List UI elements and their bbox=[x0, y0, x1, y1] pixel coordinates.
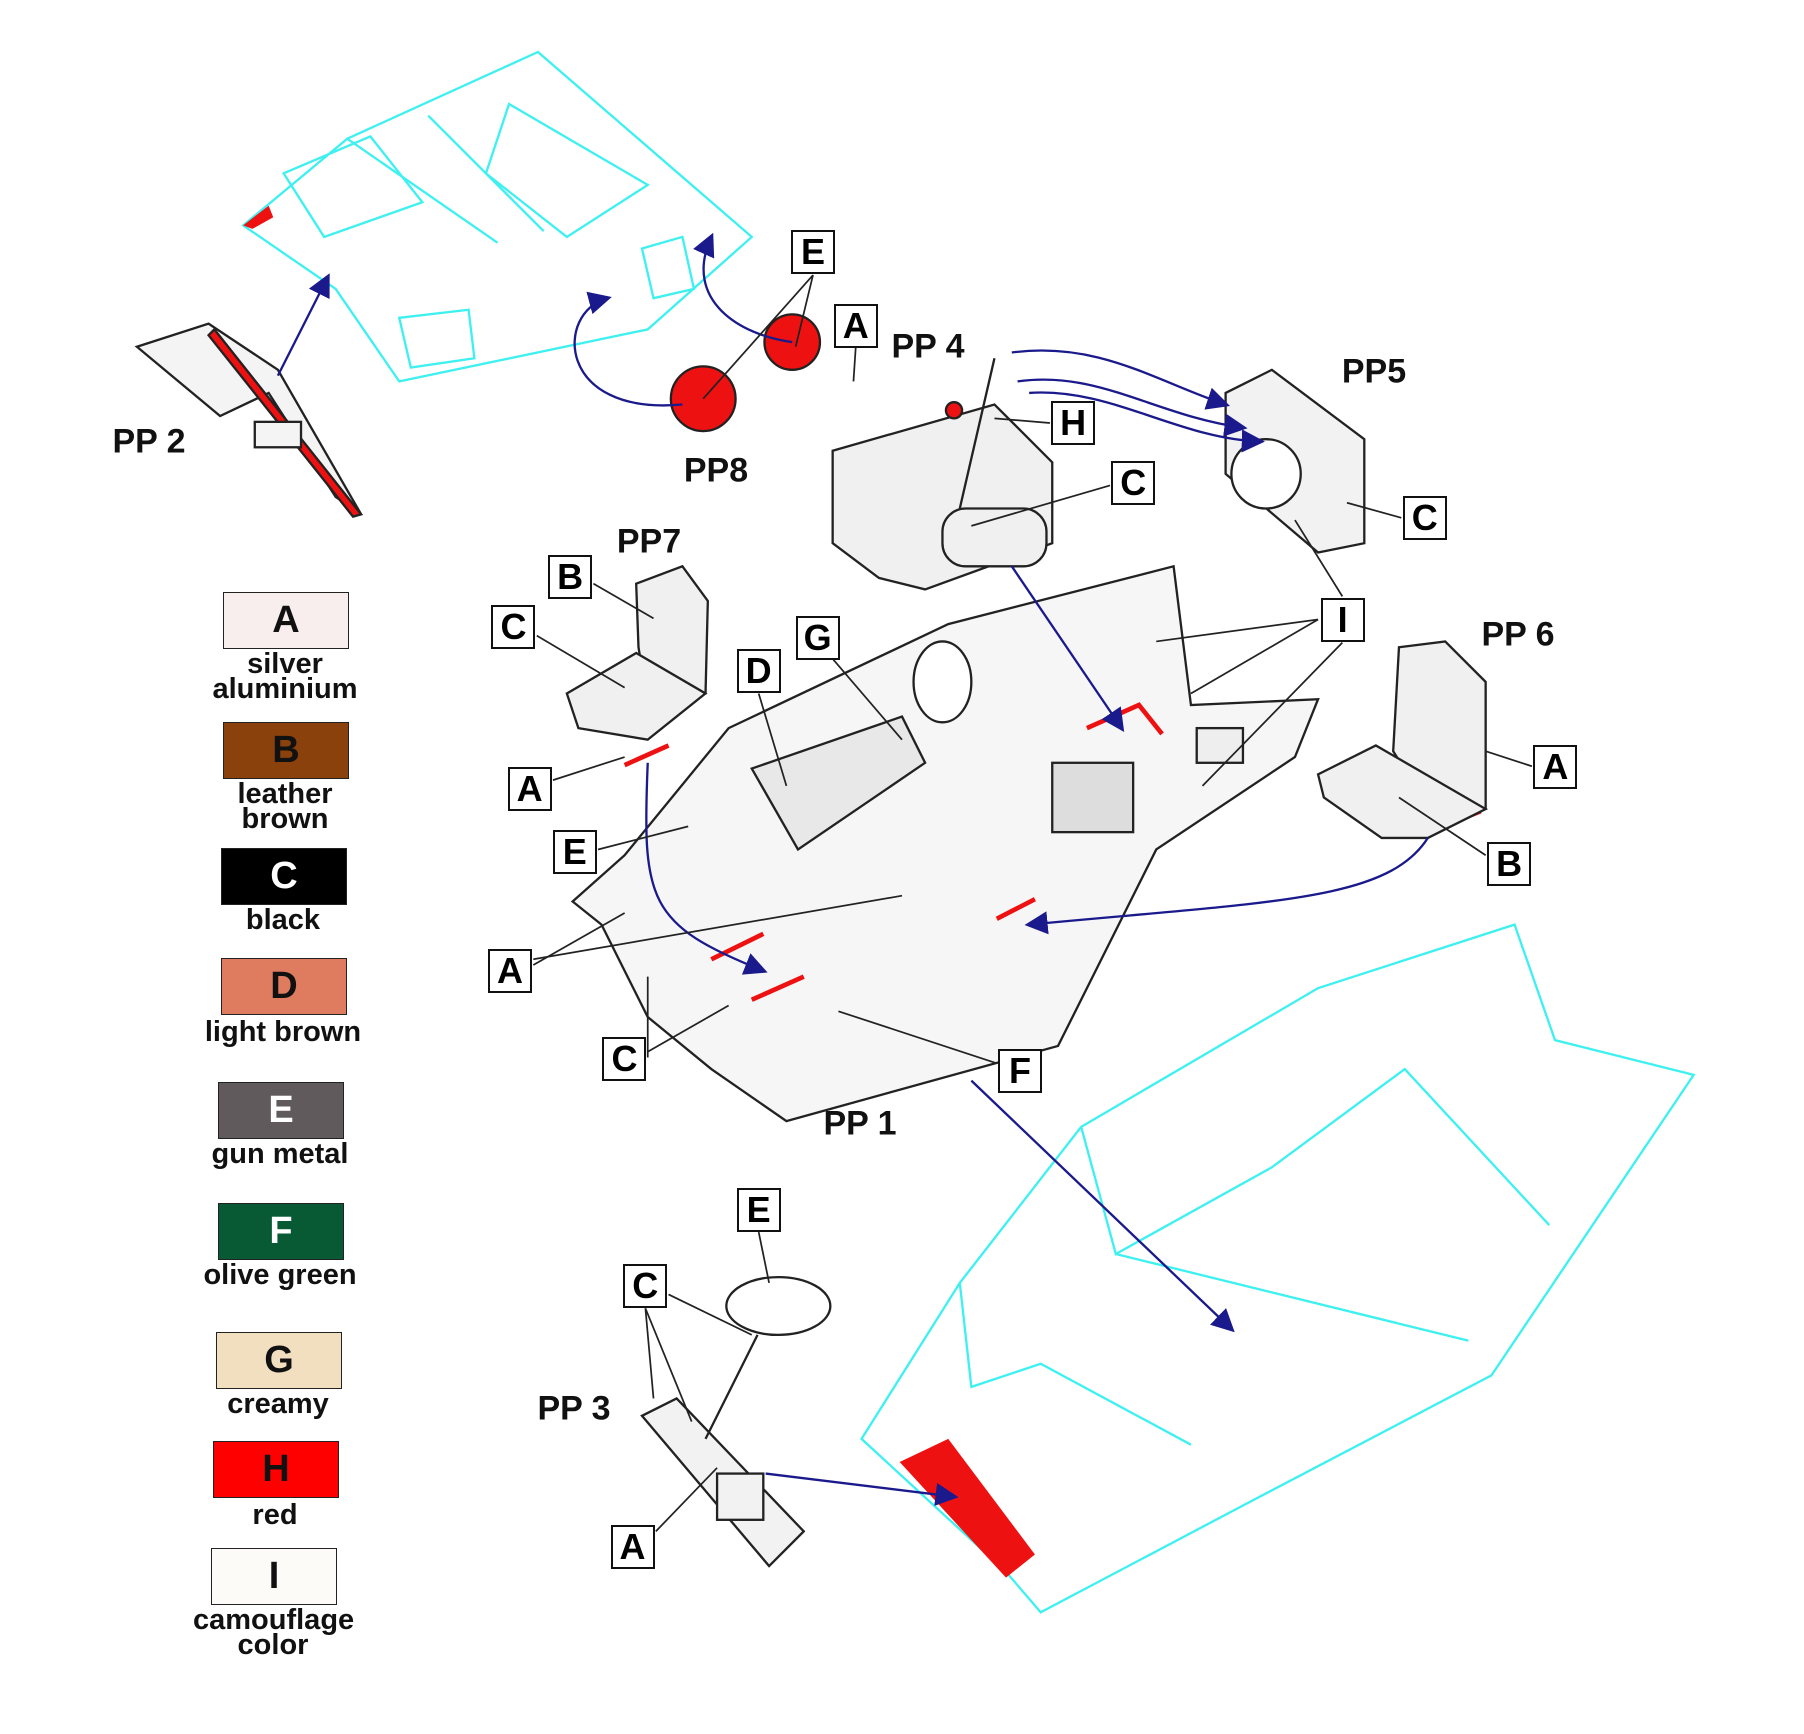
legend-swatch-b: B bbox=[223, 722, 349, 779]
callout-a: A bbox=[833, 304, 878, 349]
part-label-pp2: PP 2 bbox=[112, 422, 186, 461]
callout-d: D bbox=[736, 648, 781, 693]
legend-label: leather brown bbox=[237, 778, 333, 835]
part-label-pp5: PP5 bbox=[1341, 352, 1407, 391]
legend-swatch-a: A bbox=[223, 592, 349, 649]
red-marking bbox=[899, 1438, 1035, 1578]
callout-h: H bbox=[1051, 401, 1096, 446]
upper-hull-ghost bbox=[241, 50, 754, 383]
legend-letter: B bbox=[272, 729, 300, 771]
legend-swatch-e: E bbox=[218, 1082, 344, 1139]
legend-swatch-d: D bbox=[221, 958, 347, 1015]
part-label-pp4: PP 4 bbox=[891, 327, 965, 366]
callout-a: A bbox=[507, 766, 552, 811]
part-label-pp8: PP8 bbox=[683, 451, 749, 490]
legend-swatch-i: I bbox=[211, 1548, 337, 1605]
lower-hull-ghost bbox=[860, 923, 1696, 1614]
legend-label: silver aluminium bbox=[212, 648, 358, 705]
legend-letter: D bbox=[270, 965, 298, 1007]
legend-label: olive green bbox=[203, 1259, 357, 1291]
callout-c: C bbox=[623, 1263, 668, 1308]
legend-letter: E bbox=[268, 1089, 294, 1131]
callout-f: F bbox=[997, 1048, 1042, 1093]
callout-c: C bbox=[1402, 496, 1447, 541]
callout-c: C bbox=[602, 1037, 647, 1082]
legend-swatch-g: G bbox=[216, 1332, 342, 1389]
callout-e: E bbox=[790, 230, 835, 275]
callout-b: B bbox=[548, 555, 593, 600]
callout-e: E bbox=[736, 1187, 781, 1232]
legend-letter: C bbox=[270, 855, 298, 897]
callout-a: A bbox=[487, 949, 532, 994]
pp4-engine bbox=[831, 358, 1054, 591]
callout-c: C bbox=[491, 604, 536, 649]
legend-label: light brown bbox=[204, 1016, 362, 1048]
legend-label: gun metal bbox=[211, 1138, 349, 1170]
legend-swatch-c: C bbox=[221, 848, 347, 905]
legend-letter: A bbox=[272, 599, 300, 641]
pp5-radiator bbox=[1224, 368, 1366, 554]
legend-swatch-f: F bbox=[218, 1203, 344, 1260]
pp8-disc bbox=[763, 313, 822, 371]
pp1-body bbox=[570, 564, 1320, 1123]
callout-g: G bbox=[795, 616, 840, 661]
legend-letter: G bbox=[264, 1339, 294, 1381]
pp6-seat bbox=[1316, 640, 1489, 840]
legend-label: red bbox=[252, 1499, 298, 1531]
callout-a: A bbox=[610, 1525, 655, 1570]
part-label-pp7: PP7 bbox=[616, 522, 682, 561]
legend-label: black bbox=[245, 904, 321, 936]
part-label-pp6: PP 6 bbox=[1481, 615, 1555, 654]
legend-swatch-h: H bbox=[213, 1441, 339, 1498]
legend-letter: F bbox=[269, 1210, 293, 1252]
callout-e: E bbox=[552, 830, 597, 875]
legend-letter: H bbox=[262, 1448, 290, 1490]
red-marking bbox=[243, 205, 274, 229]
pp2-plate bbox=[134, 322, 364, 518]
leader-lines bbox=[532, 274, 1533, 1532]
legend-label: creamy bbox=[227, 1388, 329, 1420]
callout-c: C bbox=[1111, 461, 1156, 506]
assembly-arrows bbox=[276, 232, 1429, 1506]
part-label-pp1: PP 1 bbox=[823, 1104, 897, 1143]
legend-label: camouflage color bbox=[193, 1604, 355, 1661]
legend-letter: I bbox=[268, 1555, 280, 1597]
callout-b: B bbox=[1487, 841, 1532, 886]
callout-a: A bbox=[1533, 744, 1578, 789]
callout-i: I bbox=[1320, 597, 1365, 642]
part-label-pp3: PP 3 bbox=[537, 1389, 611, 1428]
pp3-pedals bbox=[640, 1275, 832, 1568]
